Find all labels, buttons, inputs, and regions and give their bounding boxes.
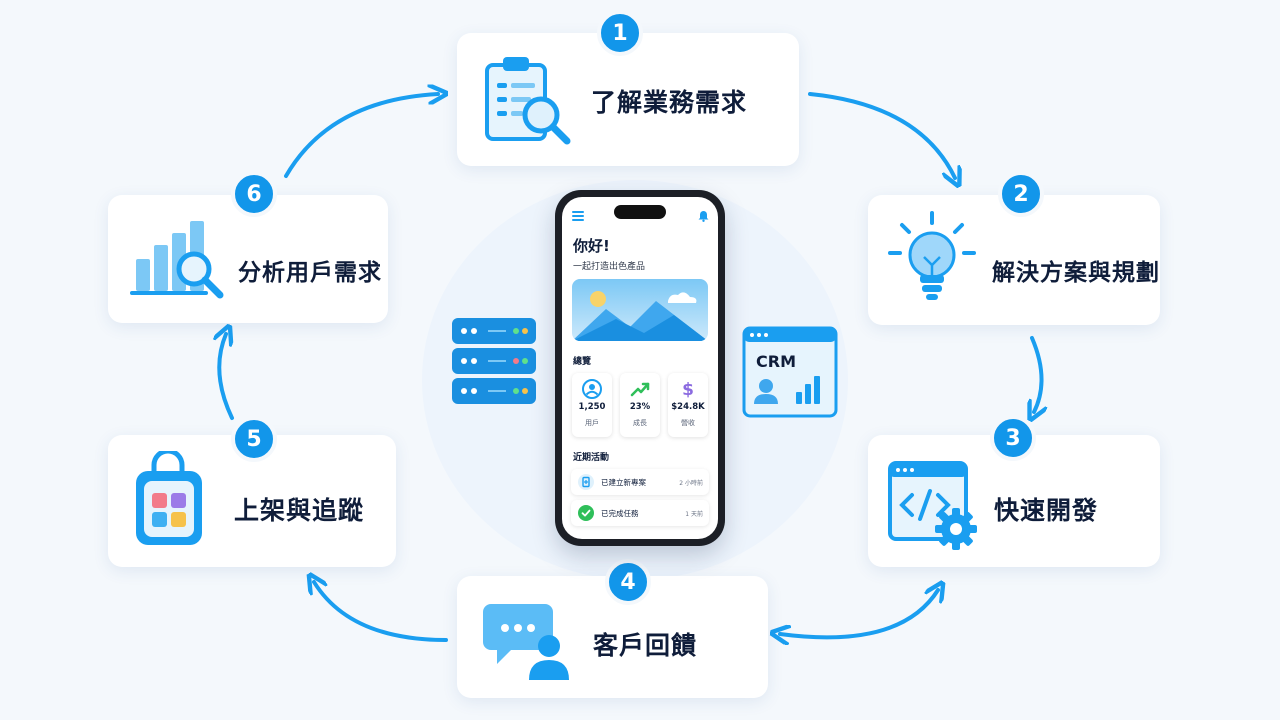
user-icon — [582, 379, 602, 399]
landscape-illustration — [572, 279, 708, 341]
arrow-4-to-5 — [314, 582, 448, 642]
clipboard-search-icon — [485, 57, 571, 145]
step-label-6: 分析用戶需求 — [238, 260, 382, 286]
phone-notch — [614, 205, 666, 219]
bell-icon[interactable] — [698, 210, 709, 222]
stat-value: $24.8K — [671, 402, 705, 412]
stat-label: 用戶 — [585, 419, 599, 427]
greeting-subtitle: 一起打造出色產品 — [573, 262, 646, 272]
step-badge-5: 5 — [231, 416, 277, 462]
bar-chart-search-icon — [130, 221, 224, 299]
arrow-5-to-6 — [219, 334, 234, 420]
step-badge-3: 3 — [990, 415, 1036, 461]
step-card-3: 快速開發 — [868, 435, 1160, 567]
step-label-3: 快速開發 — [994, 496, 1099, 525]
activity-text: 已建立新專案 — [601, 478, 646, 487]
step-card-1: 了解業務需求 — [457, 33, 799, 166]
crm-label: CRM — [756, 352, 796, 371]
activity-item[interactable]: 已建立新專案 2 小時前 — [571, 469, 709, 495]
activity-time: 2 小時前 — [679, 480, 703, 487]
stat-value: 23% — [629, 402, 651, 412]
recent-activity-title: 近期活動 — [573, 453, 610, 463]
step-badge-2: 2 — [998, 171, 1044, 217]
lightbulb-icon — [888, 211, 976, 300]
server-stack-icon — [452, 318, 536, 404]
arrow-4-to-3 — [780, 590, 938, 637]
stat-card-revenue: $ $24.8K 營收 — [668, 373, 708, 437]
step-label-5: 上架與追蹤 — [234, 496, 365, 525]
arrow-1-to-2 — [808, 92, 955, 178]
step-label-2: 解決方案與規劃 — [992, 260, 1160, 286]
stat-card-growth: 23% 成長 — [620, 373, 660, 437]
trend-up-icon — [630, 382, 650, 397]
code-window-gear-icon — [888, 461, 977, 550]
stat-label: 營收 — [681, 419, 695, 427]
overview-title: 總覽 — [573, 357, 592, 367]
chat-user-icon — [483, 604, 569, 680]
phone-mockup: 你好! 一起打造出色產品 總覽 — [555, 190, 725, 546]
stat-label: 成長 — [633, 419, 647, 427]
hero-banner — [572, 279, 708, 341]
arrow-6-to-1 — [284, 94, 438, 178]
step-card-5: 上架與追蹤 — [108, 435, 396, 567]
arrow-2-to-3 — [1032, 336, 1042, 412]
svg-text:$: $ — [682, 380, 694, 399]
menu-icon[interactable] — [572, 211, 584, 221]
step-badge-1: 1 — [597, 10, 643, 56]
step-label-4: 客戶回饋 — [593, 631, 698, 660]
step-label-1: 了解業務需求 — [591, 88, 748, 117]
activity-item[interactable]: 已完成任務 1 天前 — [571, 500, 709, 526]
phone-screen: 你好! 一起打造出色產品 總覽 — [562, 197, 718, 539]
step-badge-4: 4 — [605, 559, 651, 605]
dollar-icon: $ — [682, 380, 694, 399]
stat-value: 1,250 — [578, 402, 606, 412]
activity-time: 1 天前 — [685, 511, 703, 518]
stat-card-users: 1,250 用戶 — [572, 373, 612, 437]
document-icon — [578, 474, 594, 490]
step-badge-6: 6 — [231, 171, 277, 217]
crm-window-icon: CRM — [742, 326, 838, 418]
check-circle-icon — [578, 505, 594, 521]
step-card-2: 解決方案與規劃 — [868, 195, 1160, 325]
greeting-text: 你好! — [573, 237, 610, 255]
activity-text: 已完成任務 — [601, 509, 639, 518]
shopping-bag-icon — [136, 451, 202, 545]
